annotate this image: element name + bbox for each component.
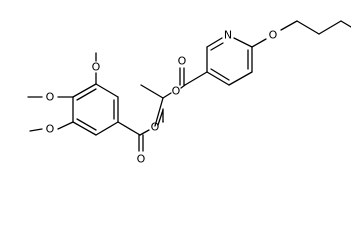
bond-o-c1: [280, 20, 298, 31]
atom-o-ester1-link: O: [151, 121, 160, 134]
bond-ring1-3: [95, 121, 119, 136]
bond-ring1-4: [72, 121, 97, 136]
atom-o-methoxy-top: O: [92, 61, 101, 74]
bond-o3-me: [29, 128, 43, 132]
bond-py-3: [233, 37, 253, 48]
bond-ring1-6: [72, 83, 97, 98]
bond-ring1-1: [95, 83, 119, 98]
bond-py-6: [206, 71, 230, 86]
atom-o-ester2-link: O: [172, 85, 181, 98]
bonds: [27, 20, 351, 152]
bond-carbonyl2-ring: [184, 71, 208, 86]
bond-ring1-6-inner: [76, 88, 97, 101]
bond-c-o-ester1: [139, 129, 150, 136]
atom-o-methoxy-bottom: O: [46, 123, 55, 136]
bond-ch-link: [157, 109, 164, 126]
bond-py-2: [206, 37, 223, 48]
atom-labels: O O O O O O O N O: [46, 29, 278, 166]
bond-py-6-inner: [210, 68, 230, 81]
bond-ch-me: [140, 84, 164, 99]
bond-ch-o2: [162, 92, 172, 99]
atom-o-ester1-carbonyl: O: [137, 153, 146, 166]
atom-o-butoxy: O: [269, 29, 278, 42]
bond-ring1-4-inner: [76, 118, 97, 131]
bond-ring-carbonyl1: [117, 121, 141, 136]
bond-c1-c2: [296, 20, 320, 35]
bond-c5-o3: [57, 121, 74, 130]
bond-py-5: [228, 71, 253, 86]
bond-c2-c3: [318, 20, 342, 35]
bond-py-2-inner: [210, 42, 224, 51]
structure-diagram: O O O O O O O N O: [27, 20, 351, 166]
bond-ring-o-butoxy: [251, 38, 267, 48]
atom-o-methoxy-middle: O: [46, 91, 55, 104]
atom-o-ester2-carbonyl: O: [178, 55, 187, 68]
atom-n-pyridine: N: [224, 29, 232, 42]
bond-o-ch-a: [154, 97, 164, 127]
bond-c3-c4: [340, 20, 351, 28]
